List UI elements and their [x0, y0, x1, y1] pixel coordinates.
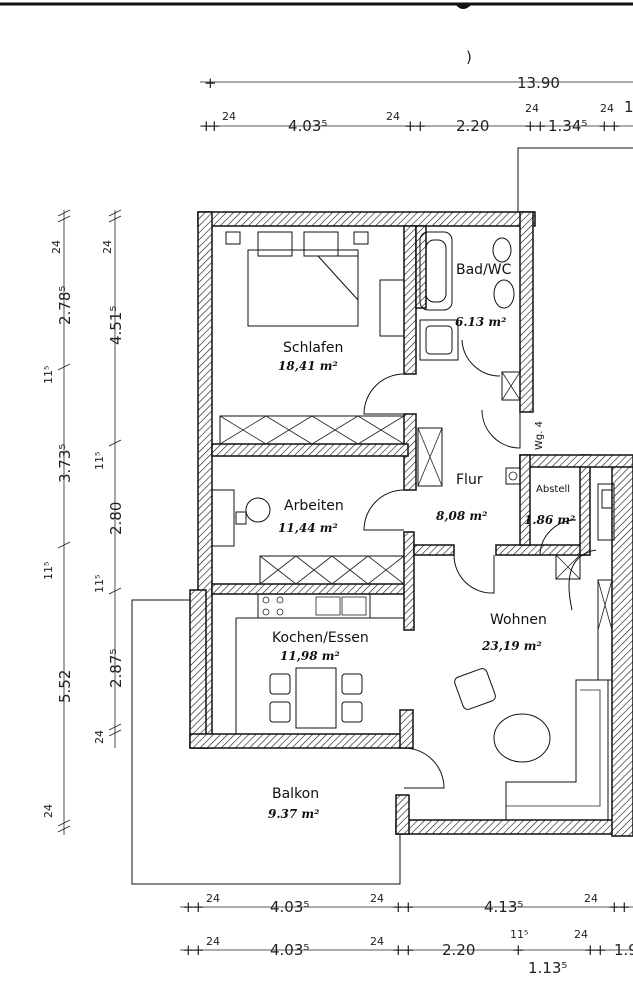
dim-top-24-b: 24 — [386, 110, 400, 123]
room-name-schlafen: Schlafen — [283, 340, 343, 356]
bathroom-fixtures — [419, 231, 521, 401]
dim-top-1: 1 — [624, 98, 633, 116]
dim-bottom2-1135: 1.13⁵ — [528, 959, 567, 977]
room-name-abstell: Abstell — [536, 484, 570, 495]
svg-text:+: + — [200, 117, 213, 135]
dim-left-2785: 2.78⁵ — [56, 286, 74, 325]
room-name-balkon: Balkon — [272, 786, 319, 802]
svg-text:+: + — [534, 117, 547, 135]
wardrobe-schlafen — [219, 415, 405, 445]
dim-overall-width: 13.90 — [517, 74, 560, 92]
svg-text:+: + — [208, 117, 221, 135]
dim-bottom-24-c: 24 — [584, 892, 598, 905]
dim-bottom2-220: 2.20 — [442, 941, 475, 959]
svg-text:+: + — [392, 898, 405, 916]
svg-text:+: + — [512, 941, 525, 959]
svg-text:+: + — [584, 941, 597, 959]
dim-bottom-24-a: 24 — [206, 892, 220, 905]
dim-inner-115-a: 11⁵ — [93, 452, 106, 470]
dim-bottom2-19: 1.9 — [614, 941, 633, 959]
room-area-schlafen: 18,41 m² — [278, 359, 338, 373]
dim-left-552: 5.52 — [56, 670, 74, 703]
dim-bottom-403-a: 4.03⁵ — [270, 898, 309, 916]
dim-left-115-a: 11⁵ — [42, 366, 55, 384]
room-area-wohnen: 23,19 m² — [481, 639, 542, 653]
dim-bottom2-24-a: 24 — [206, 935, 220, 948]
dim-inner-2875: 2.87⁵ — [107, 649, 125, 688]
room-labels: Schlafen 18,41 m² Bad/WC 6.13 m² Arbeite… — [268, 262, 575, 821]
room-area-bad: 6.13 m² — [455, 315, 506, 329]
dim-bottom-24-b: 24 — [370, 892, 384, 905]
kitchen-counter — [235, 593, 404, 734]
dim-bottom2-403: 4.03⁵ — [270, 941, 309, 959]
svg-text:+: + — [182, 898, 195, 916]
svg-text:+: + — [594, 941, 607, 959]
svg-text:+: + — [402, 941, 415, 959]
dim-top-24-d: 24 — [600, 102, 614, 115]
room-area-flur: 8,08 m² — [436, 509, 487, 523]
doors — [363, 339, 577, 789]
context-lines — [131, 147, 633, 885]
room-area-arbeiten: 11,44 m² — [278, 521, 338, 535]
living-furniture — [454, 483, 615, 821]
svg-text:+: + — [402, 898, 415, 916]
dim-bottom2-24-b: 24 — [370, 935, 384, 948]
dim-top-24-c: 24 — [525, 102, 539, 115]
top-dimensions: + 13.90 ++ 24 4.03⁵ 24 ++ 2.20 24 ++ 1.3… — [200, 74, 633, 135]
room-name-wohnen: Wohnen — [490, 612, 547, 628]
dim-top-220: 2.20 — [456, 117, 489, 135]
bottom-dimensions: ++ 24 4.03⁵ 24 ++ 4.13⁵ 24 ++ ++ 24 4.03… — [180, 892, 633, 977]
room-name-kochen: Kochen/Essen — [272, 630, 369, 646]
desk-chair — [245, 497, 271, 523]
svg-text:+: + — [598, 117, 611, 135]
dining-table — [269, 667, 363, 729]
dim-bottom2-24-c: 24 — [574, 928, 588, 941]
svg-text:+: + — [618, 898, 631, 916]
svg-text:+: + — [192, 898, 205, 916]
scan-mark-paren: ) — [466, 48, 472, 66]
room-name-arbeiten: Arbeiten — [284, 498, 344, 514]
svg-text:+: + — [608, 117, 621, 135]
svg-text:+: + — [524, 117, 537, 135]
dim-top-403: 4.03⁵ — [288, 117, 327, 135]
dim-top-134: 1.34⁵ — [548, 117, 587, 135]
room-area-balkon: 9.37 m² — [268, 807, 319, 821]
dim-top-24-a: 24 — [222, 110, 236, 123]
dim-inner-280: 2.80 — [107, 502, 125, 535]
svg-text:+: + — [182, 941, 195, 959]
plant-curve — [568, 549, 597, 611]
left-dimensions: 24 2.78⁵ 11⁵ 3.73⁵ 11⁵ 5.52 24 24 4.51⁵ … — [42, 209, 125, 835]
room-name-wg: Wg. 4 — [534, 421, 545, 450]
dim-left-24-top: 24 — [50, 240, 63, 254]
svg-text:+: + — [392, 941, 405, 959]
scan-mark — [455, 4, 472, 9]
bed — [225, 231, 405, 337]
dim-bottom2-115: 11⁵ — [510, 928, 528, 941]
svg-text:+: + — [404, 117, 417, 135]
svg-text:+: + — [608, 898, 621, 916]
wardrobe-arbeiten — [259, 555, 405, 585]
dim-inner-24-top: 24 — [101, 240, 114, 254]
dim-bottom-4135: 4.13⁵ — [484, 898, 523, 916]
walls — [189, 211, 633, 837]
svg-text:+: + — [204, 74, 217, 92]
svg-text:+: + — [192, 941, 205, 959]
room-name-bad: Bad/WC — [456, 262, 512, 278]
svg-text:+: + — [414, 117, 427, 135]
dim-left-3735: 3.73⁵ — [56, 444, 74, 483]
dim-inner-24-bottom: 24 — [93, 730, 106, 744]
dim-inner-115-b: 11⁵ — [93, 575, 106, 593]
dim-left-115-b: 11⁵ — [42, 562, 55, 580]
dim-inner-4515: 4.51⁵ — [107, 306, 125, 345]
desk — [211, 489, 235, 547]
dim-left-24-bottom: 24 — [42, 804, 55, 818]
furniture — [211, 231, 615, 821]
flur-cabinet — [417, 427, 443, 487]
room-name-flur: Flur — [456, 472, 483, 488]
room-area-kochen: 11,98 m² — [280, 649, 340, 663]
room-area-abstell: 1.86 m² — [524, 513, 575, 527]
